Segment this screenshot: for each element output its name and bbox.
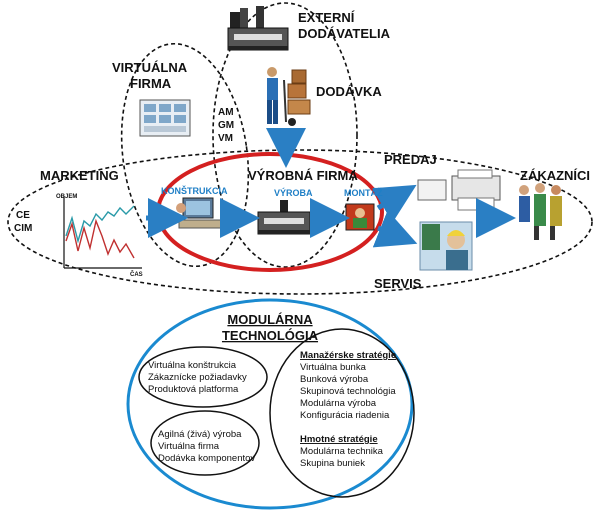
assembly-icon	[345, 203, 375, 231]
arrow-montaz-to-predaj	[371, 184, 417, 223]
label-virtualna: VIRTUÁLNA	[112, 60, 188, 75]
label-vyrobna-firma: VÝROBNÁ FIRMA	[248, 168, 358, 183]
label-ce: CE	[16, 210, 30, 221]
server-icon	[257, 200, 311, 235]
label-cim: CIM	[14, 223, 32, 234]
label-dodavka: DODÁVKA	[316, 84, 382, 99]
enterprise-ellipse	[7, 149, 593, 295]
customers-icon	[519, 183, 562, 240]
modular-box-1-items: Virtuálna konštrukcia Zákaznícke požiada…	[148, 360, 247, 395]
virtual-firm-ellipse	[120, 42, 250, 268]
worker-cart-icon	[267, 67, 311, 126]
box3-head-1: Manažérske stratégie	[300, 350, 396, 361]
box3-items1-2: Skupinová technológia	[300, 386, 396, 397]
service-worker-icon	[419, 221, 473, 271]
box3-items1-1: Bunková výroba	[300, 374, 369, 385]
label-externi: EXTERNÍ	[298, 10, 355, 25]
label-marketing: MARKETING	[40, 168, 119, 183]
box3-items1-4: Konfigurácia riadenia	[300, 410, 390, 421]
modular-box-2	[150, 410, 260, 476]
modular-box-3	[269, 328, 415, 498]
printer-fax-icon	[417, 169, 501, 211]
arrow-montaz-to-servis	[372, 210, 418, 248]
box2-item-2: Dodávka komponentov	[158, 453, 255, 464]
label-firma: FIRMA	[130, 76, 172, 91]
label-vm: VM	[218, 133, 233, 144]
box1-item-2: Produktová platforma	[148, 384, 239, 395]
box1-item-1: Zákaznícke požiadavky	[148, 372, 247, 383]
label-vyroba: VÝROBA	[274, 187, 313, 198]
graph-x-label: ČAS	[130, 271, 143, 278]
label-predaj: PREDAJ	[384, 152, 437, 167]
modular-title-2: TECHNOLÓGIA	[222, 328, 319, 343]
modular-box-3-items: Manažérske stratégie Virtuálna bunka Bun…	[300, 350, 396, 469]
box3-head-2: Hmotné stratégie	[300, 434, 378, 445]
label-dodavatelia: DODÁVATELIA	[298, 26, 391, 41]
box2-item-0: Agilná (živá) výroba	[158, 429, 242, 440]
computer-icon	[176, 197, 222, 229]
factory-icon	[227, 6, 289, 51]
suppliers-ellipse	[212, 2, 358, 268]
marketing-graph	[63, 196, 142, 269]
modular-box-1	[138, 346, 268, 408]
box3-items2-1: Skupina buniek	[300, 458, 365, 469]
graph-y-label: OBJEM	[56, 194, 77, 200]
box3-items2-0: Modulárna technika	[300, 446, 384, 457]
box3-items1-3: Modulárna výroba	[300, 398, 377, 409]
box3-items1-0: Virtuálna bunka	[300, 362, 367, 373]
box1-item-0: Virtuálna konštrukcia	[148, 360, 237, 371]
label-konstrukcia: KONŠTRUKCIA	[161, 185, 228, 196]
label-zakaznici: ZÁKAZNÍCI	[520, 168, 590, 183]
label-gm: GM	[218, 120, 234, 131]
modular-title-1: MODULÁRNA	[227, 312, 313, 327]
label-am: AM	[218, 107, 234, 118]
label-servis: SERVIS	[374, 276, 422, 291]
modular-box-2-items: Agilná (živá) výroba Virtuálna firma Dod…	[158, 429, 255, 464]
virtual-firm-screens-icon	[139, 99, 191, 137]
label-montaz: MONTÁŽ	[344, 187, 383, 198]
box2-item-1: Virtuálna firma	[158, 441, 220, 452]
